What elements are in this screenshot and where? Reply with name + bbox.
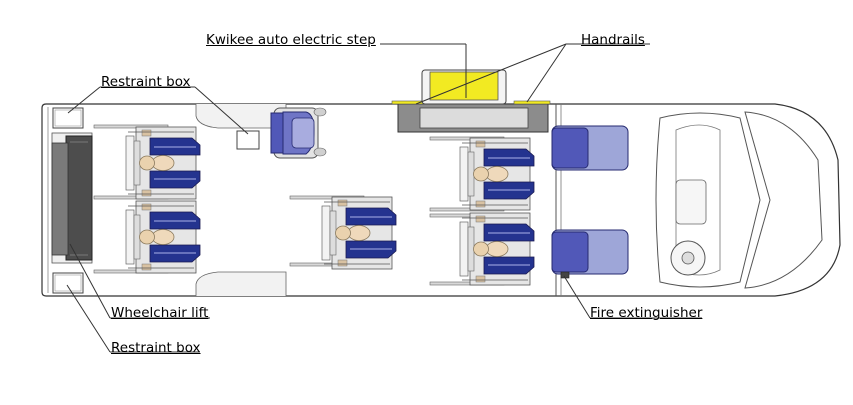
restraint-box-top-label: Restraint box (101, 74, 191, 90)
handrails-label: Handrails (581, 32, 645, 48)
fire-extinguisher-label: Fire extinguisher (590, 305, 703, 321)
restraint-box-bottom-label: Restraint box (111, 340, 201, 356)
wheelchair-lift-label: Wheelchair lift (111, 305, 209, 321)
kwikee-step-label: Kwikee auto electric step (206, 32, 376, 48)
